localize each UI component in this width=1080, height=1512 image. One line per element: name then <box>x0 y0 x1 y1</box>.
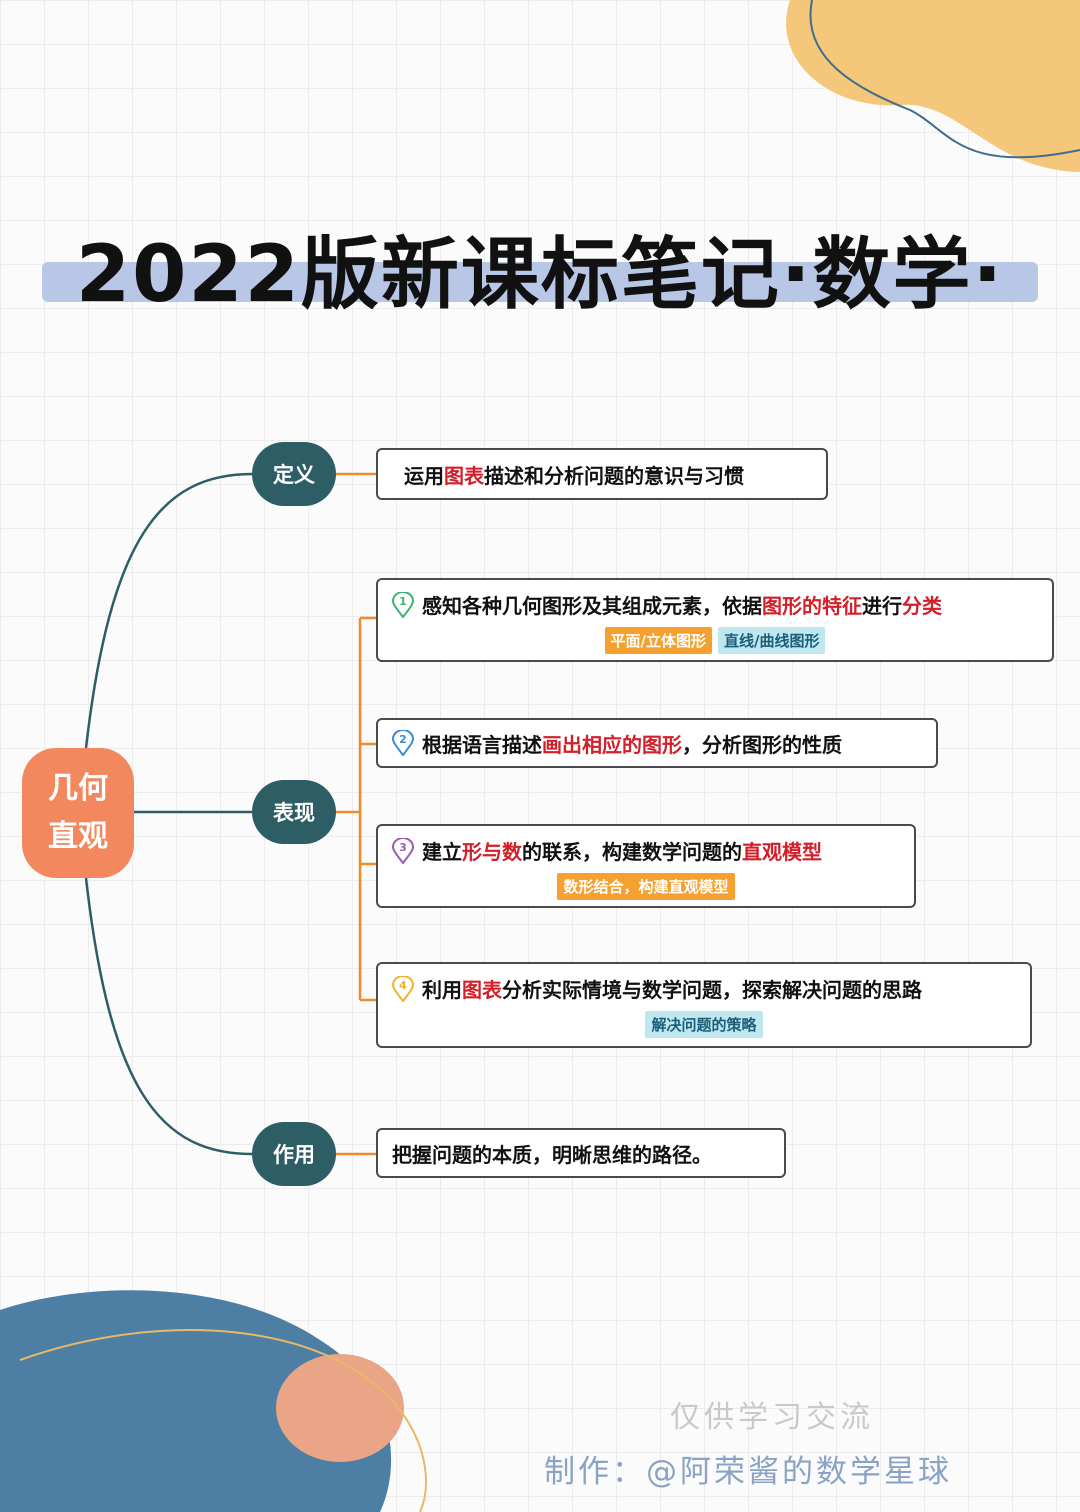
performance-text-3: 3 建立形与数的联系，构建数学问题的直观模型 <box>392 836 900 865</box>
performance-segment: 的联系，构建数学问题的 <box>522 840 742 864</box>
root-line-2: 直观 <box>48 819 108 854</box>
tag-label: 平面/立体图形 <box>604 627 712 654</box>
performance-text-1: 1 感知各种几何图形及其组成元素，依据图形的特征进行分类 <box>392 590 1038 619</box>
definition-segment: 图表 <box>444 463 484 488</box>
performance-text-2: 2 根据语言描述画出相应的图形，分析图形的性质 <box>392 729 842 758</box>
svg-text:1: 1 <box>399 595 407 608</box>
tag-label: 数形结合，构建直观模型 <box>557 873 735 900</box>
performance-segment: 分析实际情境与数学问题，探索解决问题的思路 <box>502 978 922 1002</box>
performance-tags-4: 解决问题的策略 <box>392 1011 1016 1038</box>
performance-segment: ，分析图形的性质 <box>682 732 842 757</box>
performance-segment: 根据语言描述 <box>422 732 542 757</box>
definition-text: 运用图表描述和分析问题的意识与习惯 <box>404 460 744 489</box>
root-node: 几何 直观 <box>22 748 134 878</box>
performance-box-3: 3 建立形与数的联系，构建数学问题的直观模型 数形结合，构建直观模型 <box>376 824 916 908</box>
performance-segment: 分类 <box>902 594 942 618</box>
function-text: 把握问题的本质，明晰思维的路径。 <box>392 1142 712 1167</box>
footer-notice: 仅供学习交流 <box>670 1400 874 1435</box>
title-highlight-bar <box>42 262 1038 302</box>
branch-definition: 定义 <box>252 442 336 506</box>
performance-segment: 图形的特征 <box>762 594 862 618</box>
branch-performance: 表现 <box>252 780 336 844</box>
svg-text:3: 3 <box>399 841 407 854</box>
number-pin-icon: 2 <box>392 730 414 756</box>
performance-tags-3: 数形结合，构建直观模型 <box>392 873 900 900</box>
performance-segment: 建立 <box>422 840 462 864</box>
definition-segment: 运用 <box>404 463 444 488</box>
definition-segment: 描述和分析问题的意识与习惯 <box>484 463 744 488</box>
performance-segment: 画出相应的图形 <box>542 732 682 757</box>
root-line-1: 几何 <box>48 771 108 806</box>
performance-segment: 利用 <box>422 978 462 1002</box>
svg-text:2: 2 <box>399 733 407 746</box>
tag-label: 解决问题的策略 <box>645 1011 763 1038</box>
performance-segment: 形与数 <box>462 840 522 864</box>
number-pin-icon: 1 <box>392 591 414 618</box>
performance-segment: 图表 <box>462 978 502 1002</box>
performance-segment: 感知各种几何图形及其组成元素，依据 <box>422 594 762 618</box>
performance-segment: 进行 <box>862 594 902 618</box>
svg-text:4: 4 <box>399 979 407 992</box>
footer-author: 制作：@阿荣酱的数学星球 <box>544 1454 952 1490</box>
branch-function: 作用 <box>252 1122 336 1186</box>
number-pin-icon: 4 <box>392 975 414 1002</box>
performance-box-4: 4 利用图表分析实际情境与数学问题，探索解决问题的思路 解决问题的策略 <box>376 962 1032 1048</box>
tag-label: 直线/曲线图形 <box>718 627 826 654</box>
number-pin-icon: 3 <box>392 837 414 864</box>
performance-box-2: 2 根据语言描述画出相应的图形，分析图形的性质 <box>376 718 938 768</box>
function-box: 把握问题的本质，明晰思维的路径。 <box>376 1128 786 1178</box>
page-title: 2022版新课标笔记·数学· <box>75 230 1005 320</box>
performance-box-1: 1 感知各种几何图形及其组成元素，依据图形的特征进行分类 平面/立体图形直线/曲线… <box>376 578 1054 662</box>
performance-tags-1: 平面/立体图形直线/曲线图形 <box>392 627 1038 654</box>
performance-text-4: 4 利用图表分析实际情境与数学问题，探索解决问题的思路 <box>392 974 1016 1003</box>
definition-box: 运用图表描述和分析问题的意识与习惯 <box>376 448 828 500</box>
performance-segment: 直观模型 <box>742 840 822 864</box>
